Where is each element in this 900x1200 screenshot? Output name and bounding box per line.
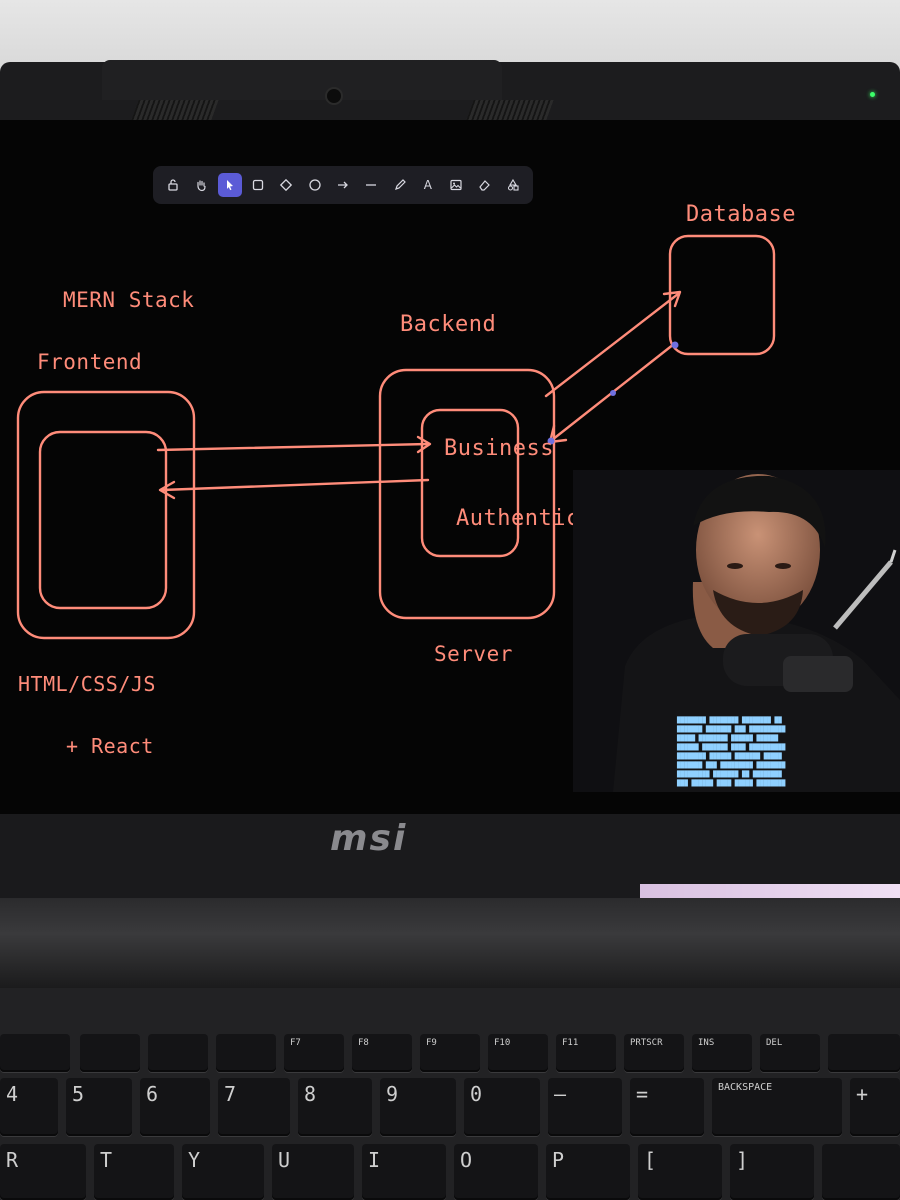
presenter-webcam-overlay: ████████ ████████ ████████ ██ ███████ ██… bbox=[573, 470, 900, 792]
key-4[interactable]: 4 bbox=[0, 1078, 58, 1136]
key-u[interactable]: U bbox=[272, 1144, 354, 1200]
key-plus[interactable]: + bbox=[850, 1078, 900, 1136]
key-7[interactable]: 7 bbox=[218, 1078, 290, 1136]
key-i[interactable]: I bbox=[362, 1144, 446, 1200]
presenter-figure bbox=[573, 470, 900, 792]
image-icon[interactable] bbox=[444, 173, 468, 197]
key-f-row[interactable] bbox=[80, 1034, 140, 1072]
key-p[interactable]: P bbox=[546, 1144, 630, 1200]
key-prtscr[interactable]: PRTSCR bbox=[624, 1034, 684, 1072]
selection-handle bbox=[610, 390, 616, 396]
key-ins[interactable]: INS bbox=[692, 1034, 752, 1072]
key-f10[interactable]: F10 bbox=[488, 1034, 548, 1072]
ellipse-icon[interactable] bbox=[303, 173, 327, 197]
key-f-row[interactable] bbox=[148, 1034, 208, 1072]
key-f-row[interactable] bbox=[216, 1034, 276, 1072]
key-f7[interactable]: F7 bbox=[284, 1034, 344, 1072]
key-5[interactable]: 5 bbox=[66, 1078, 132, 1136]
brand-logo: msi bbox=[330, 818, 408, 859]
lid-camera-bump bbox=[102, 60, 502, 100]
key-y[interactable]: Y bbox=[182, 1144, 264, 1200]
key-del[interactable]: DEL bbox=[760, 1034, 820, 1072]
key-equals[interactable]: = bbox=[630, 1078, 704, 1136]
webcam-lens bbox=[327, 89, 341, 103]
key-t[interactable]: T bbox=[94, 1144, 174, 1200]
eraser-icon[interactable] bbox=[472, 173, 496, 197]
laptop-hinge bbox=[0, 898, 900, 988]
key-o[interactable]: O bbox=[454, 1144, 538, 1200]
pencil-icon[interactable] bbox=[388, 173, 412, 197]
key-open-bracket[interactable]: [ bbox=[638, 1144, 722, 1200]
rectangle-icon[interactable] bbox=[246, 173, 270, 197]
selection-handle bbox=[671, 341, 679, 349]
key-extra[interactable] bbox=[828, 1034, 900, 1072]
frontend-label: Frontend bbox=[37, 350, 143, 374]
server-label: Server bbox=[434, 642, 513, 666]
frontend-extra-label: + React bbox=[66, 734, 154, 758]
key-backslash[interactable] bbox=[822, 1144, 900, 1200]
key-0[interactable]: 0 bbox=[464, 1078, 540, 1136]
selection-handle bbox=[547, 437, 555, 445]
hand-icon[interactable] bbox=[189, 173, 213, 197]
key-9[interactable]: 9 bbox=[380, 1078, 456, 1136]
key-f-row[interactable] bbox=[0, 1034, 70, 1072]
key-f11[interactable]: F11 bbox=[556, 1034, 616, 1072]
arrow-frontend-to-backend bbox=[156, 435, 432, 454]
shapes-icon[interactable] bbox=[501, 173, 525, 197]
business-label: Business bbox=[444, 436, 554, 461]
backend-label: Backend bbox=[400, 312, 497, 337]
frontend-outer-box bbox=[16, 390, 196, 640]
key-8[interactable]: 8 bbox=[298, 1078, 372, 1136]
database-label: Database bbox=[686, 202, 796, 227]
lock-icon[interactable] bbox=[161, 173, 185, 197]
arrow-icon[interactable] bbox=[331, 173, 355, 197]
diagram-title: MERN Stack bbox=[63, 288, 195, 312]
text-icon[interactable]: A bbox=[423, 178, 432, 192]
key-minus[interactable]: — bbox=[548, 1078, 622, 1136]
frontend-tech-label: HTML/CSS/JS bbox=[18, 672, 156, 696]
backend-outer-box bbox=[378, 368, 556, 620]
power-led bbox=[870, 92, 875, 97]
business-inner-box bbox=[420, 408, 520, 558]
shirt-code-print: ████████ ████████ ████████ ██ ███████ ██… bbox=[677, 717, 786, 787]
key-backspace[interactable]: BACKSPACE bbox=[712, 1078, 842, 1136]
key-f9[interactable]: F9 bbox=[420, 1034, 480, 1072]
database-box bbox=[668, 234, 776, 356]
key-6[interactable]: 6 bbox=[140, 1078, 210, 1136]
diamond-icon[interactable] bbox=[274, 173, 298, 197]
select-icon[interactable] bbox=[217, 173, 242, 197]
key-r[interactable]: R bbox=[0, 1144, 86, 1200]
key-f8[interactable]: F8 bbox=[352, 1034, 412, 1072]
arrow-backend-to-frontend bbox=[158, 478, 430, 500]
line-icon[interactable] bbox=[359, 173, 383, 197]
key-close-bracket[interactable]: ] bbox=[730, 1144, 814, 1200]
frontend-inner-box bbox=[38, 430, 168, 610]
drawing-toolbar: A bbox=[153, 166, 533, 204]
arrow-backend-to-database bbox=[544, 290, 682, 398]
